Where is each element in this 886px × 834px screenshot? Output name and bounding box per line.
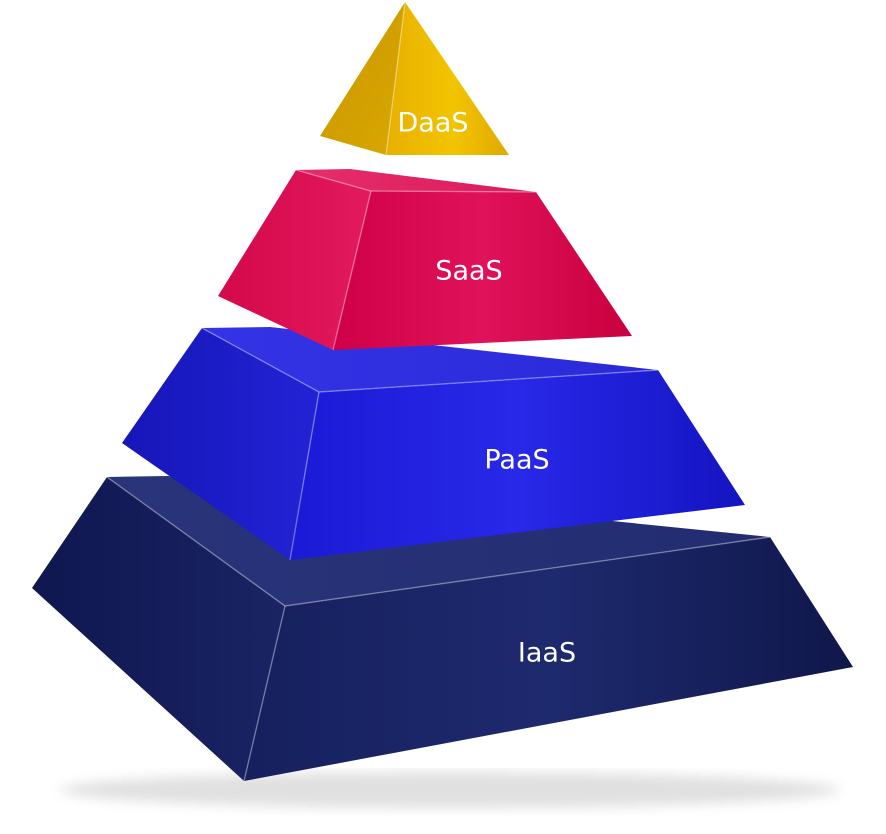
tier-label-daas: DaaS bbox=[397, 108, 468, 139]
tier-paas: PaaS bbox=[122, 327, 745, 561]
tier-daas: DaaS bbox=[320, 1, 509, 156]
tier-label-saas: SaaS bbox=[435, 256, 502, 287]
tier-saas: SaaS bbox=[218, 169, 632, 351]
tier-label-paas: PaaS bbox=[484, 445, 549, 476]
tier-label-iaas: IaaS bbox=[518, 638, 576, 669]
